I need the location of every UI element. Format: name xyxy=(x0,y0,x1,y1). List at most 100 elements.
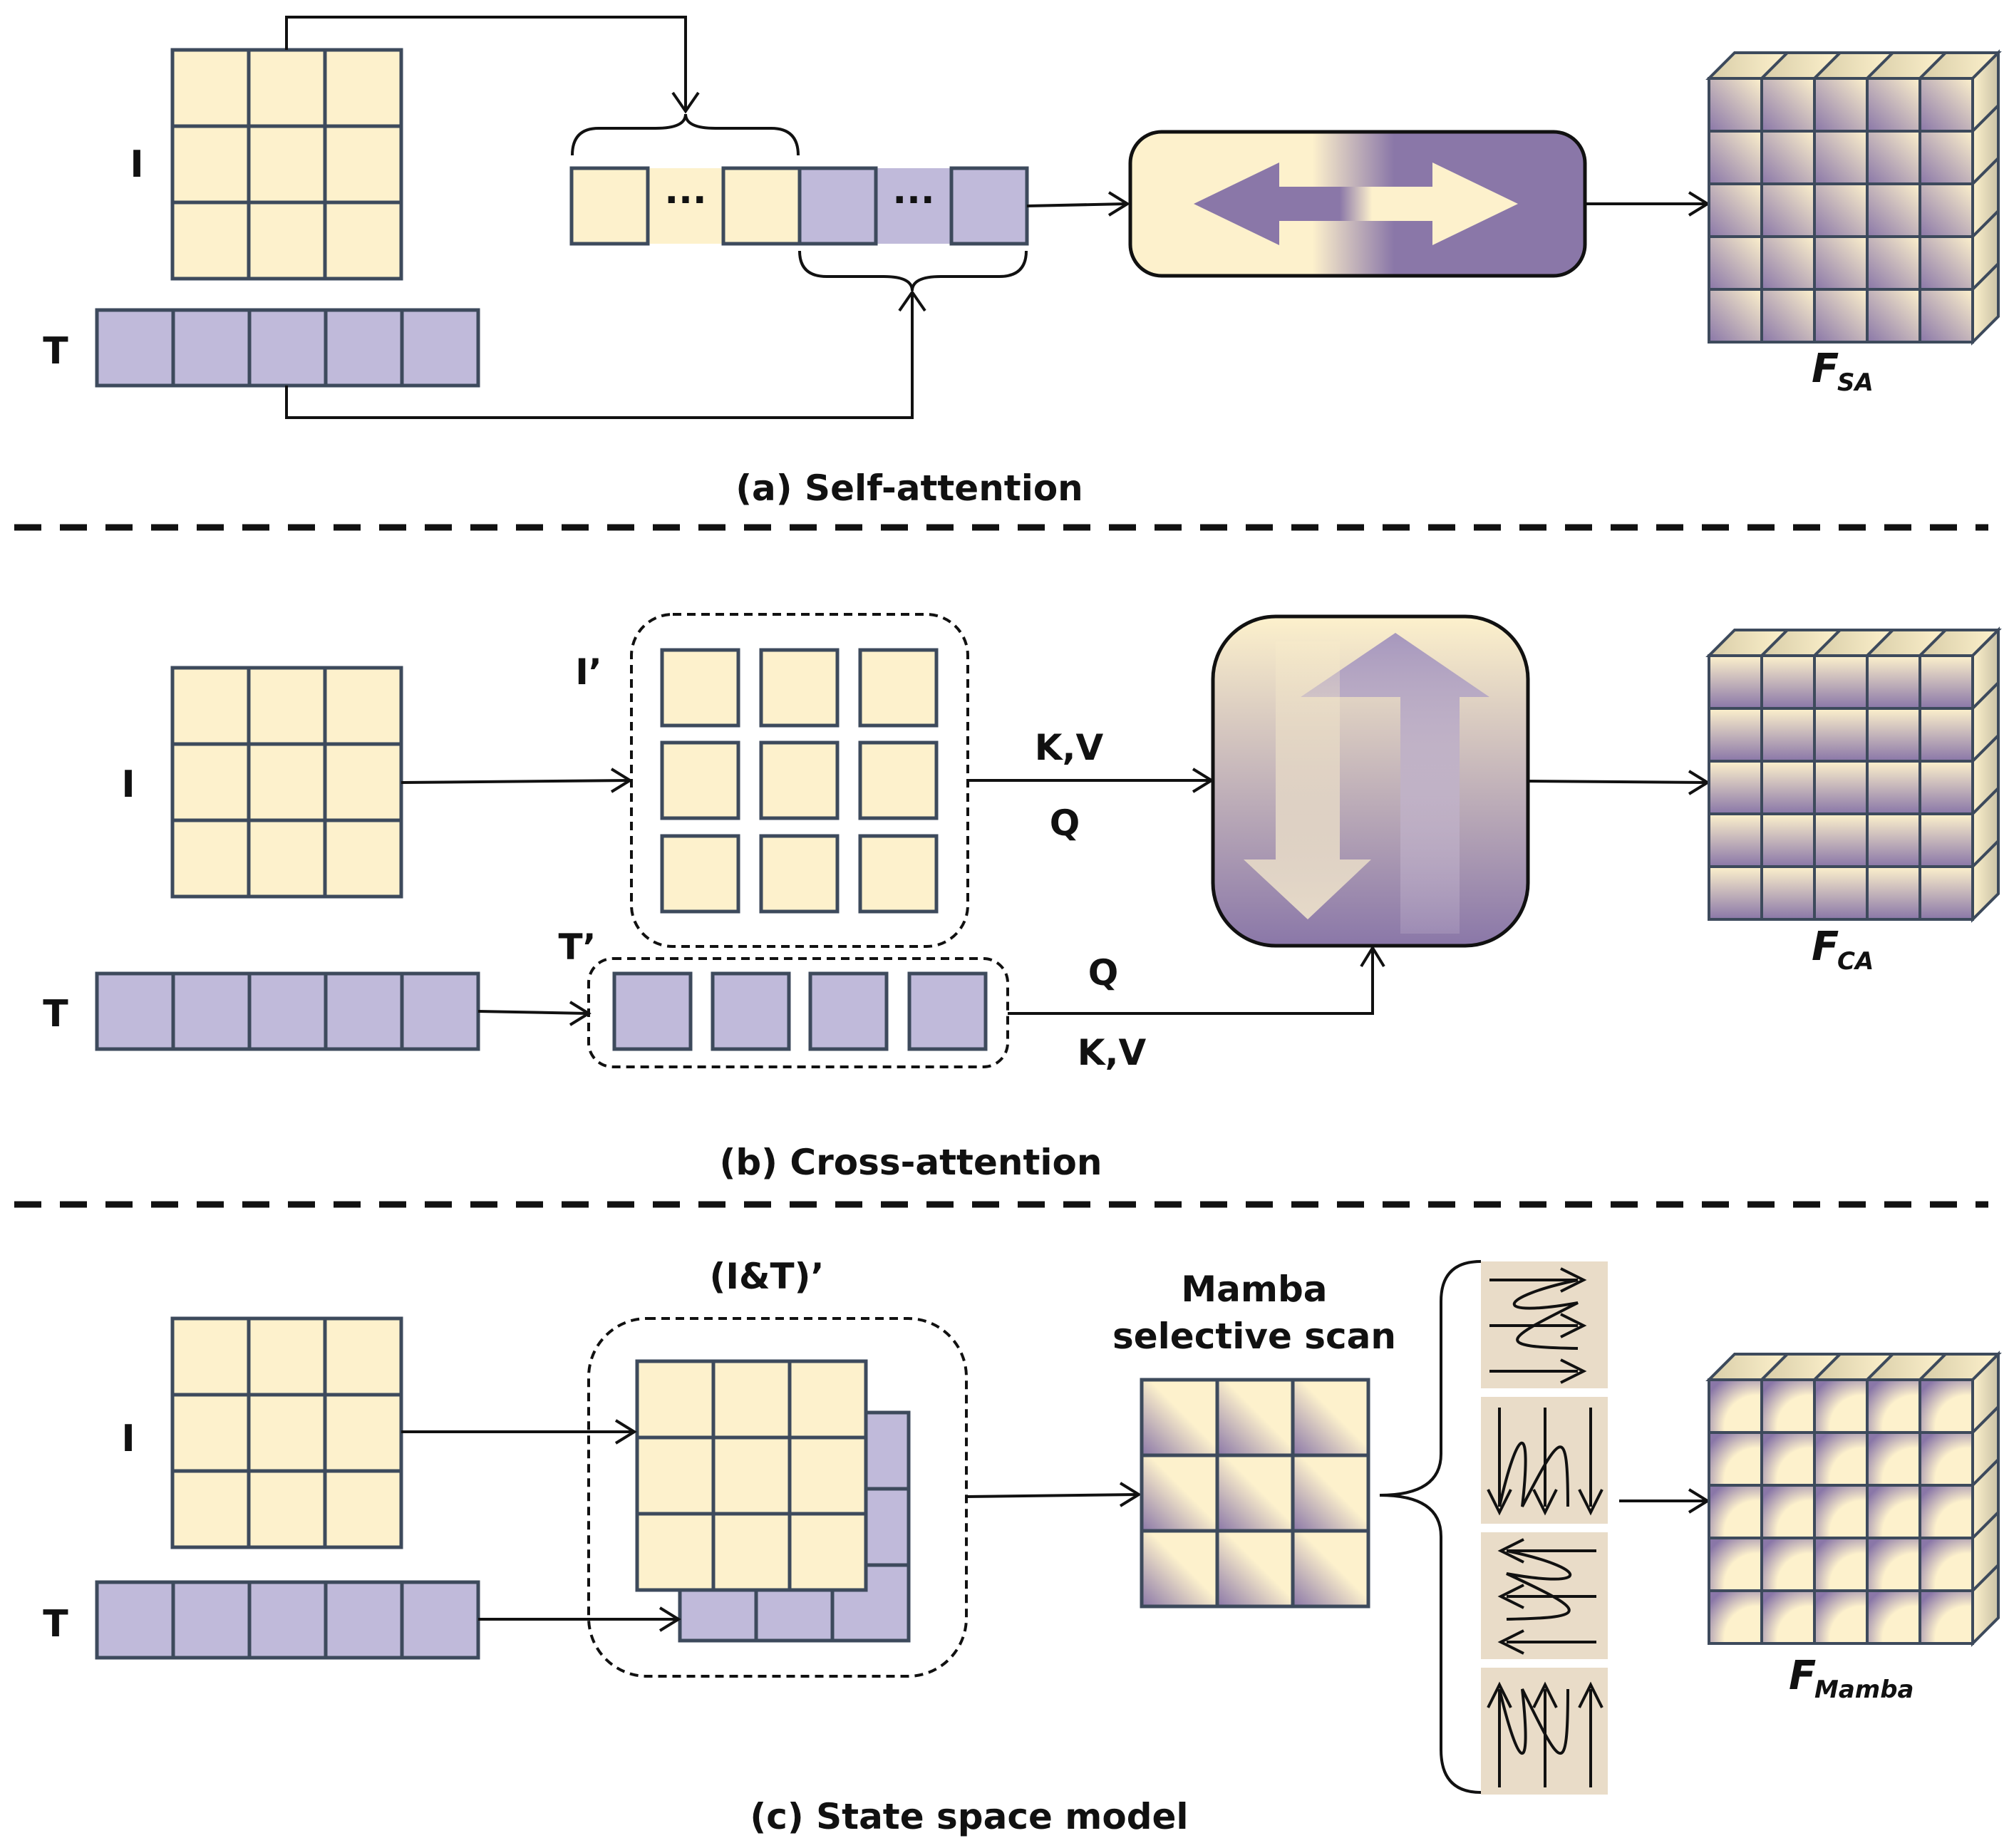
cube-front-cell xyxy=(1760,812,1816,868)
cube-front-cell xyxy=(1918,1537,1974,1592)
cube-front-cell xyxy=(1708,288,1763,344)
arrowhead xyxy=(569,1001,592,1026)
cube-front-cell xyxy=(1918,77,1974,133)
mamba-grid-cell xyxy=(1140,1529,1219,1609)
projected-image-tokens xyxy=(660,648,939,914)
panel-a-self-attention: I T ··· ··· xyxy=(43,16,2002,509)
text-label: T xyxy=(43,1603,68,1646)
image-token-grid xyxy=(170,48,403,281)
cube-front-cell xyxy=(1813,288,1869,344)
cube-front-cell xyxy=(1866,812,1921,868)
cube-front-cell xyxy=(1813,1431,1869,1487)
ellipsis-text: ··· xyxy=(892,179,934,222)
cube-front-cell xyxy=(1813,130,1869,185)
text-token-row xyxy=(95,971,480,1051)
image-flatten-connector xyxy=(285,16,687,110)
cube-front-cell xyxy=(1918,1431,1974,1487)
output-cube-sa xyxy=(1705,49,2002,346)
top-q-label: Q xyxy=(1050,802,1080,844)
arrowhead xyxy=(659,1606,681,1632)
top-brace xyxy=(571,113,800,156)
cube-front-cell xyxy=(1813,865,1869,921)
cube-front-cell xyxy=(1918,182,1974,238)
mamba-title-line2: selective scan xyxy=(1112,1316,1396,1357)
cube-front-cell xyxy=(1813,812,1869,868)
image-label: I xyxy=(121,1418,135,1460)
mamba-scan-grid xyxy=(1140,1378,1370,1609)
cube-front-cell xyxy=(1918,654,1974,710)
image-label: I xyxy=(121,763,135,806)
cube-front-cell xyxy=(1708,1484,1763,1539)
fused-label: (I&T)’ xyxy=(709,1256,824,1297)
text-projection-label: T’ xyxy=(558,926,596,968)
text-flatten-connector xyxy=(285,292,914,419)
cube-front-cell xyxy=(1708,1589,1763,1645)
cube-front-cell xyxy=(1760,1589,1816,1645)
cube-front-cell xyxy=(1813,707,1869,763)
output-label: F xyxy=(1789,1653,1816,1699)
cube-front-cell xyxy=(1708,235,1763,291)
scan-direction-up xyxy=(1481,1668,1608,1795)
cube-front-cell xyxy=(1866,182,1921,238)
text-token-row xyxy=(95,1580,480,1660)
cube-front-cell xyxy=(1918,760,1974,815)
cube-front-cell xyxy=(1866,1431,1921,1487)
cube-front-cell xyxy=(1918,707,1974,763)
image-token-grid xyxy=(170,666,403,899)
mamba-grid-cell xyxy=(1291,1453,1370,1533)
text-label: T xyxy=(43,330,68,373)
cube-front-cell xyxy=(1866,77,1921,133)
cube-front-cell xyxy=(1866,288,1921,344)
caption-b: (b) Cross-attention xyxy=(720,1142,1102,1183)
output-subscript: CA xyxy=(1837,947,1874,976)
cube-front-cell xyxy=(1708,707,1763,763)
output-cube-mamba xyxy=(1705,1351,2002,1647)
cube-front-cell xyxy=(1760,77,1816,133)
cube-front-cell xyxy=(1813,760,1869,815)
ellipsis-image: ··· xyxy=(664,179,706,222)
panel-c-state-space-model: I T (I&T)’ xyxy=(43,1256,2002,1837)
mamba-grid-cell xyxy=(1215,1378,1295,1457)
cube-front-cell xyxy=(1918,130,1974,185)
cube-front-cell xyxy=(1918,1484,1974,1539)
arrowhead xyxy=(671,91,700,114)
cube-front-cell xyxy=(1760,760,1816,815)
cube-front-cell xyxy=(1866,130,1921,185)
cube-front-cell xyxy=(1708,654,1763,710)
top-kv-label: K,V xyxy=(1035,727,1104,768)
mamba-grid-cell xyxy=(1140,1453,1219,1533)
cube-front-cell xyxy=(1918,812,1974,868)
cube-front-cell xyxy=(1708,130,1763,185)
cube-front-cell xyxy=(1708,77,1763,133)
cube-front-cell xyxy=(1708,1537,1763,1592)
output-label: F xyxy=(1812,346,1839,392)
cube-front-cell xyxy=(1866,865,1921,921)
arrow-to-attention xyxy=(1026,202,1127,207)
output-label: F xyxy=(1812,924,1839,970)
cube-front-cell xyxy=(1813,1589,1869,1645)
image-token-grid xyxy=(170,1316,403,1549)
cube-front-cell xyxy=(1813,77,1869,133)
panel-b-cross-attention: I T I’ xyxy=(43,613,2002,1183)
cube-front-cell xyxy=(1813,654,1869,710)
arrow-image-to-projection xyxy=(401,779,630,784)
scan-direction-left xyxy=(1481,1532,1608,1659)
caption-c: (c) State space model xyxy=(750,1796,1188,1837)
scan-direction-down xyxy=(1481,1397,1608,1524)
bottom-brace xyxy=(798,250,1028,291)
image-projection-label: I’ xyxy=(575,651,602,693)
arrowhead xyxy=(610,768,633,793)
cube-front-cell xyxy=(1760,865,1816,921)
token-sequence xyxy=(569,166,1029,246)
arrowhead xyxy=(1360,945,1385,968)
fused-token-box xyxy=(587,1317,968,1678)
cube-front-cell xyxy=(1918,235,1974,291)
cube-front-cell xyxy=(1813,182,1869,238)
down-arrow-icon xyxy=(1244,641,1371,919)
cube-front-cell xyxy=(1866,707,1921,763)
cube-front-cell xyxy=(1760,1431,1816,1487)
cube-front-cell xyxy=(1918,1378,1974,1434)
mamba-grid-cell xyxy=(1215,1529,1295,1609)
arrowhead xyxy=(1119,1482,1142,1507)
